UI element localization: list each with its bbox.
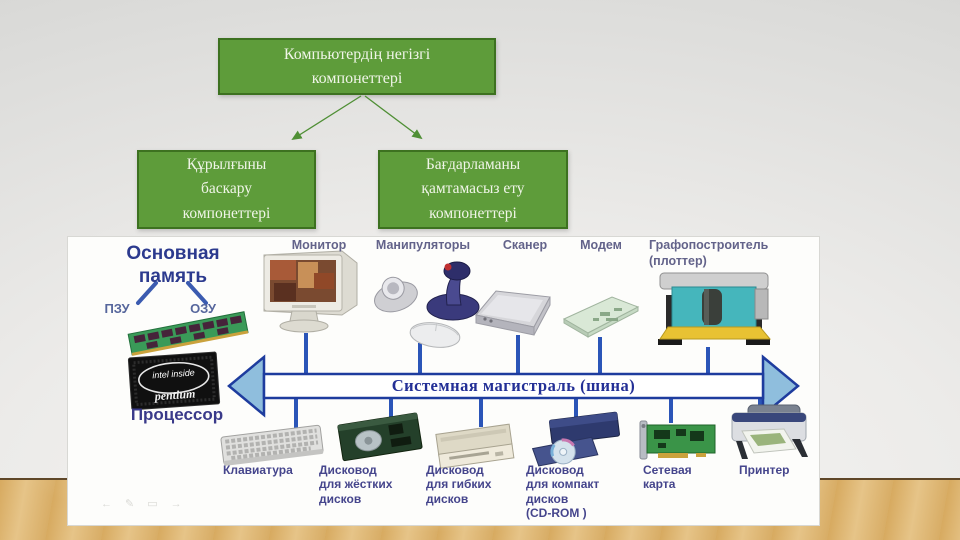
network-card-label: Сетевая карта [643, 463, 692, 492]
monitor-image [263, 250, 358, 333]
next-slide-icon[interactable]: → [170, 498, 182, 510]
rom-label: ПЗУ [104, 301, 130, 316]
diagram-graphics: intel inside pentium [127, 250, 808, 469]
connector-to-right-child [364, 95, 423, 140]
child-node-software-components: Бағдарламаны қамтамасыз ету компонеттері [378, 150, 568, 229]
floppy-label: Дисковод для гибких дисков [426, 463, 492, 506]
keyboard-label: Клавиатура [223, 463, 293, 477]
manipulators-image [374, 261, 480, 348]
right-node-label: Бағдарламаны қамтамасыз ету компонеттері [421, 156, 525, 222]
system-bus-arrow [227, 354, 800, 418]
monitor-label: Монитор [291, 238, 347, 252]
tree-connectors [291, 95, 423, 141]
previous-slide-icon[interactable]: ← [101, 498, 112, 510]
computer-architecture-image: intel inside pentium [67, 236, 820, 526]
modem-label: Модем [580, 238, 622, 252]
connector-to-left-child [291, 95, 362, 141]
bus-connector-lines [294, 333, 762, 429]
root-node-label: Компьютердің негізгі компонеттері [283, 46, 431, 87]
plotter-label: Графопостроитель (плоттер) [649, 238, 769, 268]
scanner-image [475, 290, 551, 336]
pen-tool-icon[interactable]: ✎ [125, 498, 135, 510]
ram-label: ОЗУ [190, 301, 216, 316]
scanner-label: Сканер [502, 238, 548, 252]
network-card-image [639, 420, 716, 460]
cdrom-drive-image [531, 411, 620, 467]
left-node-label: Құрылғыны баскару компонеттері [182, 156, 271, 222]
root-node-main-components: Компьютердің негізгі компонеттері [218, 38, 496, 95]
processor-label: Процессор [130, 405, 224, 424]
keyboard-image [220, 424, 324, 466]
chip-brand-text: intel inside [152, 367, 195, 380]
printer-image [731, 404, 808, 459]
system-bus-label: Системная магистраль (шина) [391, 376, 636, 395]
hdd-label: Дисковод для жёстких дисков [319, 463, 393, 506]
ram-module-image [127, 311, 249, 356]
chip-model-text: pentium [153, 386, 196, 403]
printer-label: Принтер [739, 463, 790, 477]
hdd-image [337, 412, 423, 462]
plotter-image [658, 272, 772, 345]
floppy-drive-image [435, 423, 515, 469]
memory-branch-lines [136, 281, 208, 305]
manipulators-label: Манипуляторы [375, 238, 471, 252]
child-node-hardware-components: Құрылғыны баскару компонеттері [137, 150, 316, 229]
modem-image [562, 296, 640, 338]
frame-tool-icon[interactable]: ▭ [147, 498, 158, 510]
main-memory-label: Основная память [126, 243, 220, 287]
slideshow-nav-controls: ← ✎ ▭ → [101, 499, 182, 510]
processor-chip-image: intel inside pentium [127, 351, 221, 411]
cdrom-label: Дисковод для компакт дисков (CD-ROM ) [526, 463, 600, 521]
